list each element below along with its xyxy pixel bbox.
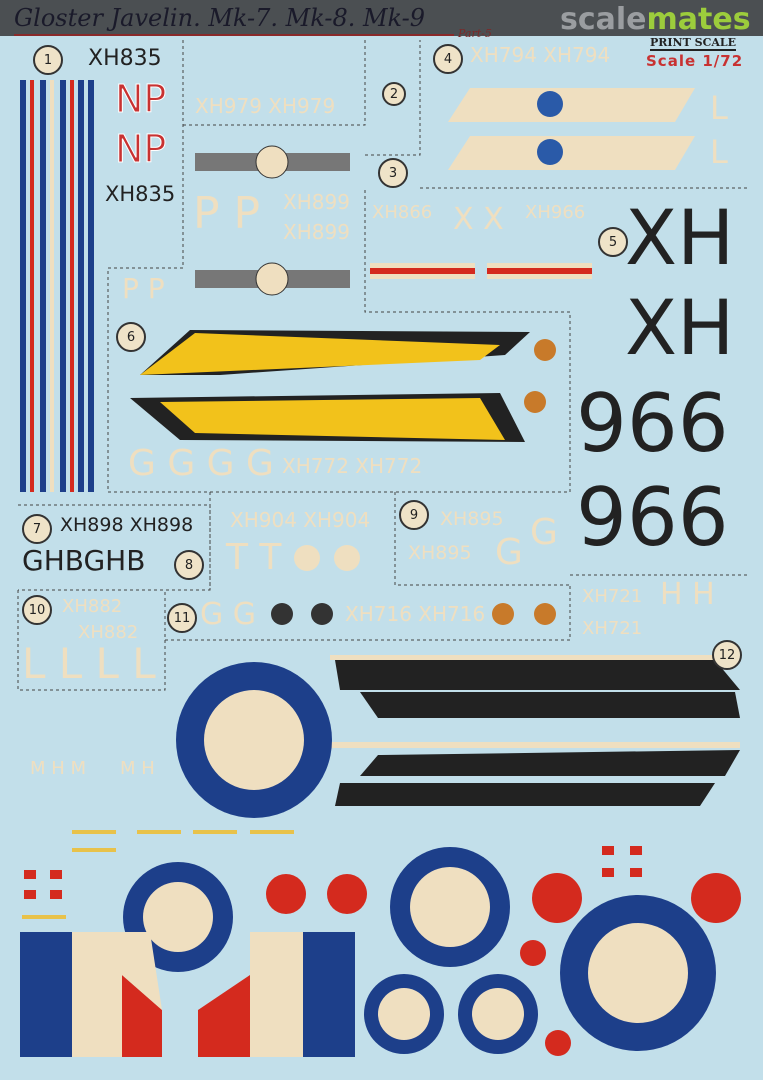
code-decal: L [710, 89, 728, 127]
serial-decal: XH904 XH904 [230, 508, 371, 532]
code-decal: NP [114, 127, 167, 171]
serial-decal: XH716 XH716 [345, 602, 486, 626]
serial-decal: XH772 XH772 [282, 454, 423, 478]
serial-decal: XH835 [88, 46, 162, 71]
decal-number: 9 [399, 500, 429, 530]
serial-decal: XH899 [283, 190, 350, 214]
decal-number: 1 [33, 45, 63, 75]
code-decal: G [495, 532, 523, 573]
title-underline [14, 34, 454, 36]
code-decal: G [530, 512, 558, 553]
decal-number: 12 [712, 640, 742, 670]
brand-logo: PRINT SCALE [650, 36, 736, 51]
code-decal: T T [226, 537, 282, 578]
code-decal: X X [453, 202, 504, 237]
code-decal: 966 [576, 377, 729, 470]
decal-number: 2 [382, 82, 406, 106]
watermark: scalemates [560, 2, 751, 37]
code-decal: P P [122, 272, 165, 305]
code-decal: M H M [30, 758, 87, 779]
decal-number: 8 [174, 550, 204, 580]
serial-decal: XH721 [582, 618, 643, 639]
serial-decal: XH895 [408, 542, 472, 564]
serial-decal: XH895 [440, 508, 504, 530]
decal-number: 6 [116, 322, 146, 352]
serial-decal: XH794 XH794 [470, 43, 611, 67]
part-label: Part-5 [458, 27, 492, 40]
serial-decal: XH882 [62, 596, 123, 617]
decal-number: 3 [378, 158, 408, 188]
code-decal: G G [200, 597, 257, 632]
code-decal: M H [120, 758, 155, 779]
code-decal: NP [114, 77, 167, 121]
decal-number: 7 [22, 514, 52, 544]
serial-decal: XH966 [525, 202, 586, 223]
decal-number: 10 [22, 595, 52, 625]
serial-decal: XH721 [582, 586, 643, 607]
serial-decal: XH835 [105, 182, 176, 206]
fin-stripes [20, 80, 94, 492]
code-decal: L L L L [22, 639, 156, 688]
code-decal: 966 [576, 471, 729, 564]
scale-label: Scale 1/72 [646, 52, 744, 70]
serial-decal: XH979 XH979 [195, 94, 336, 118]
code-decal: P P [193, 188, 261, 239]
sheet-title: Gloster Javelin. Mk-7. Mk-8. Mk-9 [14, 4, 426, 32]
serial-decal: XH866 [372, 202, 433, 223]
decal-number: 4 [433, 44, 463, 74]
code-decal: XH [625, 193, 735, 282]
decal-number: 5 [598, 227, 628, 257]
code-decal: GHBGHB [22, 544, 146, 577]
code-decal: G G G G [128, 443, 274, 484]
serial-decal: XH882 [78, 622, 139, 643]
roundels [123, 662, 741, 1056]
header-band [0, 0, 763, 36]
code-decal: H H [660, 577, 715, 612]
code-decal: L [710, 133, 728, 171]
serial-decal: XH898 XH898 [60, 514, 194, 536]
code-decal: XH [625, 283, 735, 372]
decal-number: 11 [167, 603, 197, 633]
serial-decal: XH899 [283, 220, 350, 244]
